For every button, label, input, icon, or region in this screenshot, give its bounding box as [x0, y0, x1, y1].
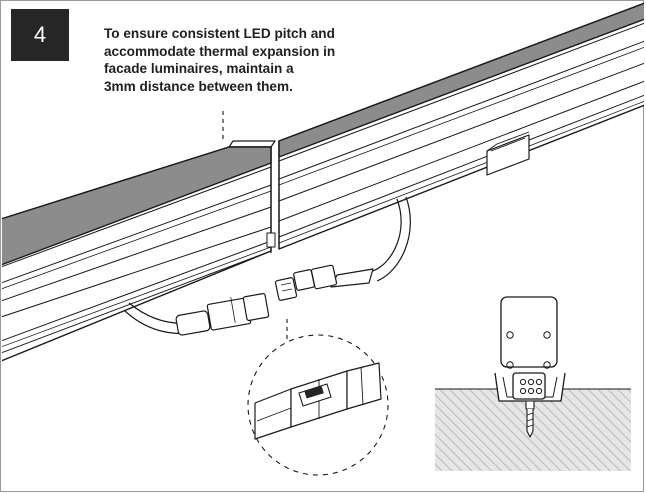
instruction-line-1: To ensure consistent LED pitch and	[104, 26, 335, 41]
instruction-line-2: accommodate thermal expansion in	[104, 43, 336, 59]
cable-assembly	[124, 196, 411, 336]
instruction-text: To ensure consistent LED pitch and accom…	[104, 25, 404, 95]
right-luminaire	[278, 2, 644, 250]
gap-marker	[266, 141, 280, 253]
step-number-badge: 4	[11, 9, 69, 61]
mounting-section-view	[435, 296, 631, 471]
instruction-line-4: 3mm distance between them.	[104, 78, 293, 94]
mounting-clip	[486, 134, 530, 176]
instruction-line-3: facade luminaires, maintain a	[104, 61, 294, 76]
left-luminaire	[2, 140, 276, 362]
connector-detail-callout	[247, 334, 389, 476]
